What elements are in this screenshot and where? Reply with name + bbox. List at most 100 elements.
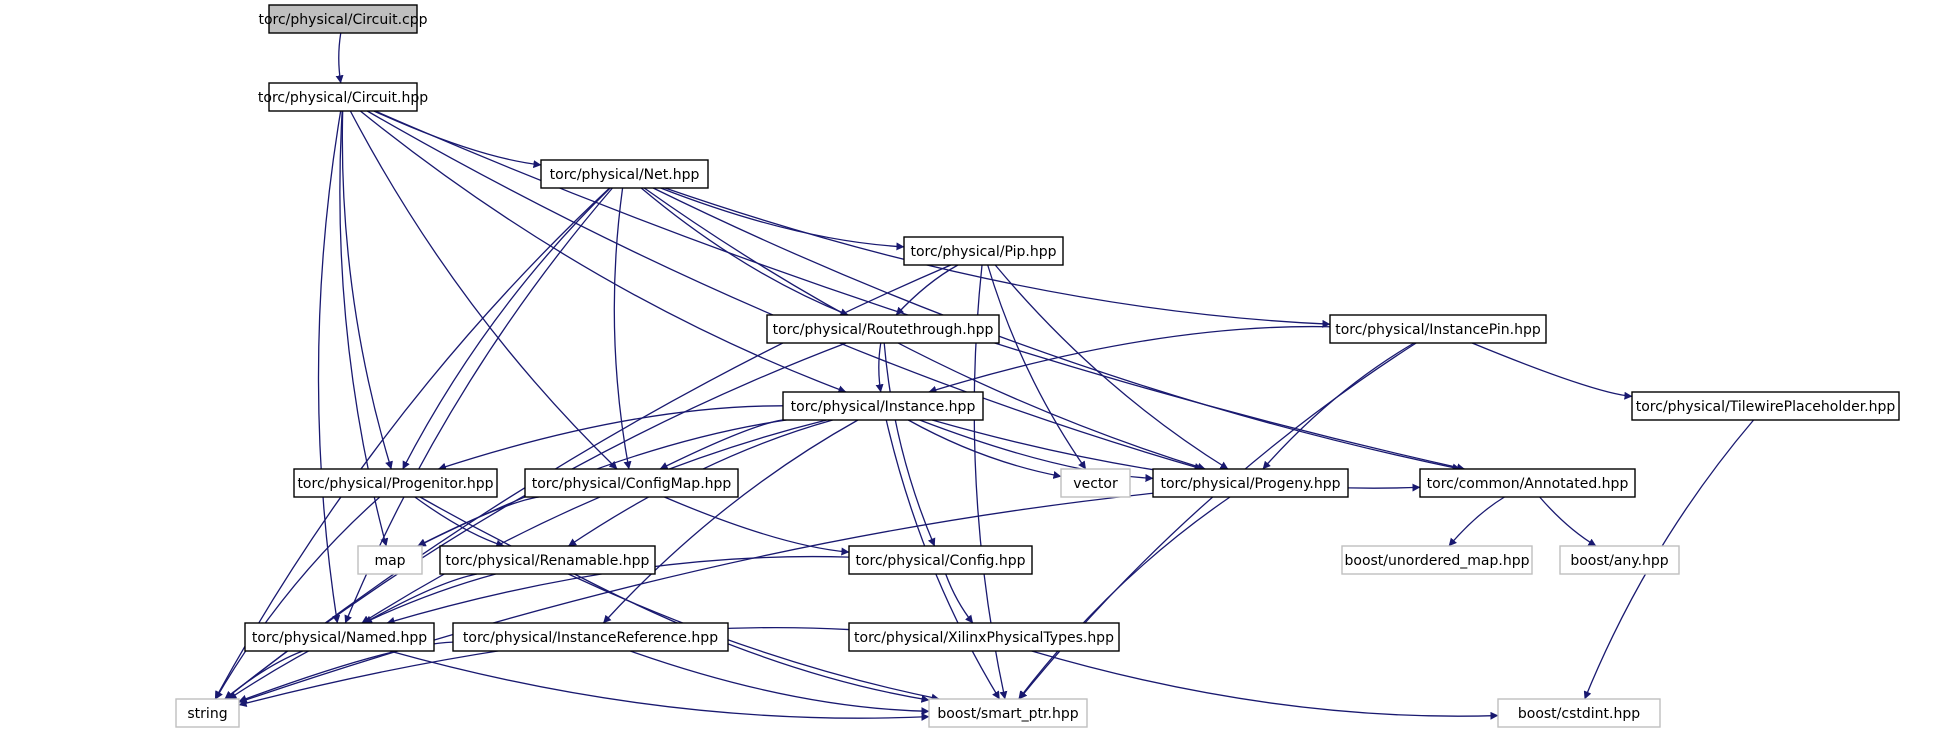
edge-progenitor-to-smart_ptr [419,496,940,702]
node-config[interactable]: torc/physical/Config.hpp [848,545,1033,575]
node-named[interactable]: torc/physical/Named.hpp [244,622,435,652]
edge-configmap-to-map [417,496,539,547]
edges [214,32,1755,721]
node-map: map [357,545,423,575]
node-instance[interactable]: torc/physical/Instance.hpp [782,391,984,421]
edge-annotated-to-unordered_map [1448,496,1505,547]
node-any: boost/any.hpp [1559,545,1680,575]
node-box [293,468,498,498]
edge-progenitor-to-renamable [414,496,505,548]
edge-instancereference-to-smart_ptr [630,650,930,716]
node-xilinxtypes[interactable]: torc/physical/XilinxPhysicalTypes.hpp [848,622,1120,652]
node-box [1559,545,1680,575]
node-box [268,82,418,112]
node-smart-ptr: boost/smart_ptr.hpp [928,698,1088,728]
node-box [452,622,729,652]
edge-progeny-to-string [238,492,1154,704]
node-label: torc/physical/Instance.hpp [791,399,976,415]
node-label: boost/smart_ptr.hpp [937,706,1078,722]
edge-instancepin-to-tilewire [1471,342,1633,400]
node-label: torc/physical/Pip.hpp [910,244,1056,260]
node-instancereference[interactable]: torc/physical/InstanceReference.hpp [452,622,729,652]
edge-circuit_cpp-to-circuit_hpp [335,32,344,84]
node-box [848,622,1120,652]
edge-instancepin-to-instance [928,325,1331,394]
edge-instance-to-instancereference [602,419,859,624]
node-box [1060,468,1131,498]
node-label: torc/physical/Circuit.cpp [258,12,427,28]
edge-circuit_hpp-to-named [317,110,342,624]
edge-net-to-annotated [652,187,1461,472]
edge-net-to-configmap [613,187,632,470]
node-label: torc/physical/Progeny.hpp [1161,476,1341,492]
node-pip[interactable]: torc/physical/Pip.hpp [903,236,1064,266]
node-box [782,391,984,421]
edge-net-to-progenitor [402,187,611,470]
edge-xilinxtypes-to-cstdint [1031,650,1499,720]
node-net[interactable]: torc/physical/Net.hpp [540,159,709,189]
node-label: torc/physical/InstancePin.hpp [1335,322,1541,338]
node-progeny[interactable]: torc/physical/Progeny.hpp [1152,468,1349,498]
node-box [1329,314,1547,344]
node-box [1631,391,1900,421]
node-circuit-hpp[interactable]: torc/physical/Circuit.hpp [258,82,428,112]
node-tilewire[interactable]: torc/physical/TilewirePlaceholder.hpp [1631,391,1900,421]
node-string: string [175,698,240,728]
node-box [1497,698,1661,728]
node-box [540,159,709,189]
edge-renamable-to-named [363,573,478,624]
node-box [524,468,739,498]
node-progenitor[interactable]: torc/physical/Progenitor.hpp [293,468,498,498]
node-box [1341,545,1533,575]
node-box [1419,468,1636,498]
edge-configmap-to-config [664,496,850,556]
node-box [766,314,1000,344]
node-box [268,4,418,34]
node-instancepin[interactable]: torc/physical/InstancePin.hpp [1329,314,1547,344]
edge-circuit_hpp-to-net [373,110,542,169]
edge-instancereference-to-string [238,641,454,703]
node-label: torc/physical/XilinxPhysicalTypes.hpp [854,630,1114,646]
edge-instancepin-to-progeny [1262,342,1415,470]
node-unordered-map: boost/unordered_map.hpp [1341,545,1533,575]
nodes: torc/physical/Circuit.cpp torc/physical/C… [175,4,1900,728]
node-renamable[interactable]: torc/physical/Renamable.hpp [439,545,656,575]
node-box [848,545,1033,575]
node-label: boost/cstdint.hpp [1518,706,1640,722]
node-label: map [374,553,405,569]
node-label: torc/physical/Routethrough.hpp [773,322,994,338]
edge-annotated-to-any [1539,496,1597,547]
edge-circuit_hpp-to-progenitor [341,110,393,470]
node-box [357,545,423,575]
edge-instance-to-progenitor [438,405,784,471]
node-configmap[interactable]: torc/physical/ConfigMap.hpp [524,468,739,498]
node-label: torc/physical/Named.hpp [252,630,427,646]
node-label: torc/physical/Progenitor.hpp [297,476,493,492]
node-box [439,545,656,575]
edge-pip-to-vector [987,264,1087,470]
node-label: torc/physical/ConfigMap.hpp [532,476,732,492]
node-label: string [187,706,227,722]
node-cstdint: boost/cstdint.hpp [1497,698,1661,728]
node-label: torc/physical/Circuit.hpp [258,90,428,106]
edge-progeny-to-smart_ptr [1018,496,1231,700]
edge-renamable-to-smart_ptr [574,573,930,703]
edge-circuit_hpp-to-instance [359,110,847,394]
node-box [244,622,435,652]
edge-pip-to-routethrough [895,264,959,316]
edge-pip-to-progeny [994,264,1229,470]
edge-instance-to-named [361,419,827,624]
node-annotated[interactable]: torc/common/Annotated.hpp [1419,468,1636,498]
node-circuit-cpp[interactable]: torc/physical/Circuit.cpp [258,4,428,34]
edge-named-to-smart_ptr [389,650,930,721]
edge-net-to-progeny [643,187,1206,471]
edge-progenitor-to-string [215,496,381,700]
node-routethrough[interactable]: torc/physical/Routethrough.hpp [766,314,1000,344]
node-label: torc/physical/TilewirePlaceholder.hpp [1636,399,1896,415]
node-box [903,236,1064,266]
node-box [928,698,1088,728]
node-label: boost/any.hpp [1570,553,1668,569]
edge-config-to-xilinxtypes [945,573,974,624]
node-label: torc/physical/Renamable.hpp [446,553,650,569]
